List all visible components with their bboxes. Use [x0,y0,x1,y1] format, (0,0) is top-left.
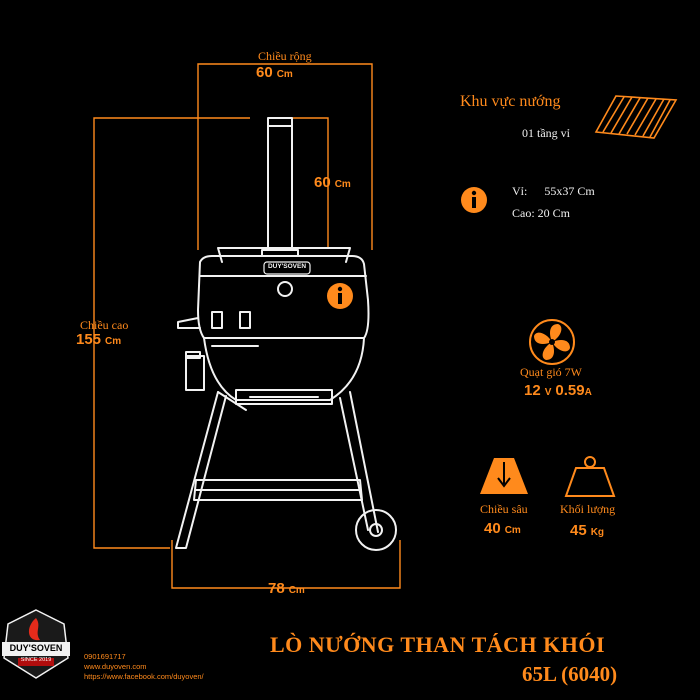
fan-label: Quạt gió 7W [520,365,582,379]
oven-outline [175,117,397,551]
contact-website[interactable]: www.duyoven.com [84,662,147,671]
logo-brand: DUY'SOVEN [9,643,63,653]
fan-volt-value: 12 [524,382,541,399]
info-icon [327,283,353,309]
chimney-value: 60 [314,174,331,191]
base-value: 78 [268,580,285,597]
rack-label: Vỉ: [512,184,528,198]
width-unit: Cm [276,69,293,80]
oven-badge: DUY'SOVEN [267,263,307,270]
fan-amp-value: 0.59 [555,382,585,399]
fan-icon [529,319,575,365]
weight-label: Khối lượng [560,502,616,516]
contact-phone: 0901691717 [84,652,126,661]
weight-spec: 45 Kg [570,522,604,540]
depth-unit: Cm [504,525,521,536]
width-dimension: 60 Cm [256,64,293,82]
grill-height: Cao: 20 Cm [512,206,571,220]
logo-tagline: SINCE 2019 [20,657,52,663]
depth-label: Chiều sâu [480,502,528,516]
depth-value: 40 [484,520,501,537]
base-unit: Cm [288,585,305,596]
rack-value: 55x37 Cm [544,184,595,198]
depth-icon [480,458,528,494]
width-value: 60 [256,64,273,81]
fan-amp-unit: A [584,387,592,398]
width-label: Chiều rộng [258,49,312,63]
weight-unit: Kg [590,527,605,538]
chimney-dimension: 60 Cm [314,174,351,192]
product-model: 65L (6040) [522,662,618,686]
weight-icon [564,456,616,497]
contact-facebook[interactable]: https://www.facebook.com/duyoven/ [84,672,204,681]
height-label: Chiều cao [80,318,129,332]
chimney-unit: Cm [334,179,351,190]
grill-tiers: 01 tầng vỉ [522,126,570,140]
grill-rack-icon [594,95,678,139]
fan-volt-unit: V [544,387,552,398]
grill-rack-size: Vỉ: 55x37 Cm [512,184,595,199]
fan-specs: 12 V 0.59A [524,382,592,400]
weight-value: 45 [570,522,587,539]
grill-area-title: Khu vực nướng [460,93,561,110]
logo-icon [2,609,70,679]
info-icon [461,187,487,213]
dimension-lines [93,63,401,589]
height-dimension: 155 Cm [76,331,121,349]
depth-spec: 40 Cm [484,520,521,538]
contact-block: 0901691717 www.duyoven.com https://www.f… [84,652,204,682]
product-title: LÒ NƯỚNG THAN TÁCH KHÓI [270,632,606,657]
base-dimension: 78 Cm [268,580,305,598]
height-value: 155 [76,331,102,348]
height-unit: Cm [105,336,122,347]
